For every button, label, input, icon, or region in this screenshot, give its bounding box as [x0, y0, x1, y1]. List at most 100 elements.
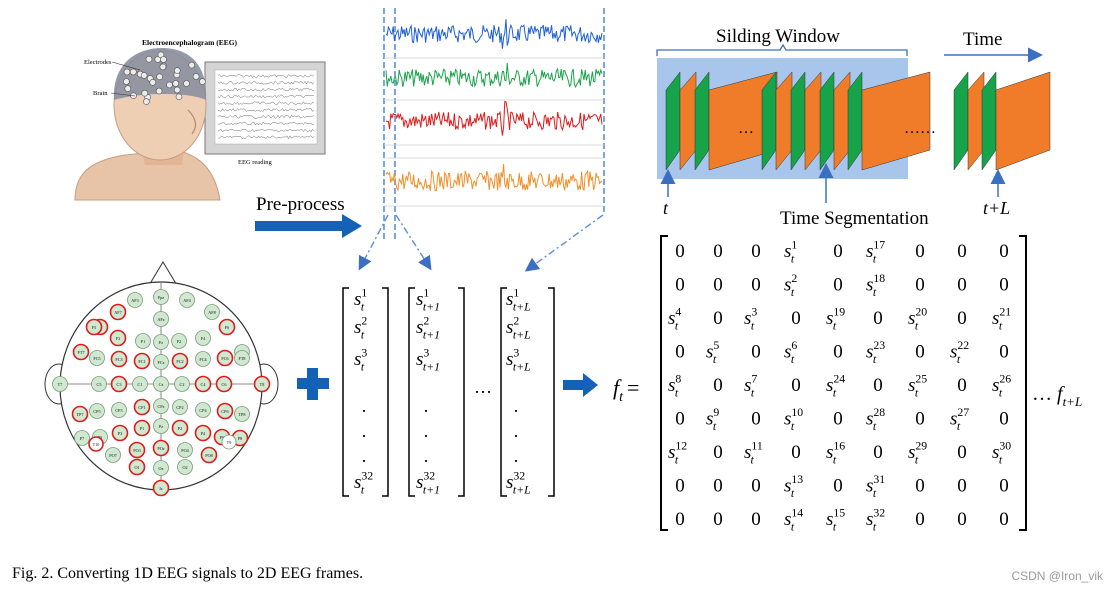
svg-text:O2: O2	[182, 465, 187, 470]
svg-text:.: .	[362, 446, 367, 466]
signal-trace-red	[386, 102, 602, 136]
electrode-tp7: TP7	[73, 407, 88, 422]
svg-text:s2t+1: s2t+1	[416, 314, 440, 341]
svg-text:.: .	[424, 421, 429, 441]
svg-text:s32t: s32t	[354, 469, 373, 496]
svg-text:0: 0	[713, 509, 723, 530]
svg-text:s17t: s17t	[866, 238, 885, 265]
vector-ellipsis: …	[474, 377, 492, 397]
svg-text:0: 0	[957, 375, 967, 396]
electrode-fpz: Fpz	[154, 290, 169, 305]
electrode-cp2: CP2	[173, 400, 188, 415]
svg-text:0: 0	[675, 476, 685, 497]
eeg-reading-label: EEG reading	[238, 159, 273, 166]
segmentation-label: Time Segmentation	[780, 208, 929, 229]
electrode-fc4: FC4	[196, 352, 211, 367]
svg-text:F3: F3	[116, 336, 120, 341]
electrode-cz: Cz	[154, 377, 169, 392]
svg-text:s18t: s18t	[866, 272, 885, 299]
svg-text:0: 0	[957, 241, 967, 262]
electrode-fc5: FC5	[90, 351, 105, 366]
svg-text:s2t: s2t	[354, 314, 367, 341]
svg-text:AF7: AF7	[114, 310, 121, 315]
svg-text:T7: T7	[58, 382, 63, 387]
electrode-cp3: CP3	[112, 403, 127, 418]
svg-text:s15t: s15t	[826, 506, 845, 533]
svg-text:s24t: s24t	[826, 372, 845, 399]
svg-text:.: .	[424, 396, 429, 416]
svg-text:FC3: FC3	[115, 357, 122, 362]
svg-text:F6: F6	[225, 325, 229, 330]
electrode-cp1: CP1	[135, 400, 150, 415]
svg-text:0: 0	[751, 409, 761, 430]
electrode-pz: Pz	[154, 419, 169, 434]
vector-group: s1ts2ts3t...s32t s1t+1s2t+1s3t+1...s32t+…	[343, 286, 554, 496]
svg-text:P3: P3	[118, 431, 122, 436]
electrode-po4: PO4	[178, 443, 193, 458]
svg-text:s3t: s3t	[354, 346, 367, 373]
electrode-map: FpzAF7AF3AFzAF4AF8F7F5F3F1FzF2F4F6F8FT7F…	[45, 262, 278, 496]
svg-text:AF8: AF8	[208, 310, 215, 315]
svg-text:s5t: s5t	[706, 339, 719, 366]
svg-text:0: 0	[915, 275, 925, 296]
svg-text:s1t: s1t	[784, 238, 797, 265]
electrode-fcz: FCz	[154, 355, 169, 370]
electrode-af8: AF8	[205, 305, 220, 320]
matrix-trail: … ft+L	[1032, 383, 1082, 409]
svg-text:0: 0	[751, 275, 761, 296]
svg-text:CP2: CP2	[176, 405, 183, 410]
electrode-f6: F6	[220, 320, 235, 335]
electrode-c3: C3	[112, 377, 127, 392]
svg-text:PO8: PO8	[205, 453, 212, 458]
plus-icon	[297, 368, 329, 400]
svg-text:s8t: s8t	[668, 372, 681, 399]
svg-text:s16t: s16t	[826, 439, 845, 466]
svg-text:.: .	[362, 396, 367, 416]
svg-text:P2: P2	[178, 426, 182, 431]
svg-text:CP1: CP1	[138, 405, 145, 410]
svg-text:AF3: AF3	[131, 298, 138, 303]
frame-dots-b: ……	[904, 120, 936, 137]
svg-text:0: 0	[751, 342, 761, 363]
svg-text:P8: P8	[238, 436, 242, 441]
svg-text:FT8: FT8	[239, 356, 246, 361]
svg-text:.: .	[514, 446, 519, 466]
svg-text:0: 0	[957, 442, 967, 463]
svg-text:Iz: Iz	[159, 486, 162, 491]
svg-text:PO3: PO3	[133, 448, 140, 453]
electrode-fz: Fz	[154, 335, 169, 350]
svg-text:P1: P1	[140, 426, 144, 431]
svg-text:0: 0	[833, 275, 843, 296]
svg-text:s26t: s26t	[992, 372, 1011, 399]
svg-text:0: 0	[999, 409, 1009, 430]
svg-text:0: 0	[999, 241, 1009, 262]
matrix-lhs: ft=	[613, 375, 639, 405]
svg-text:CPz: CPz	[158, 404, 165, 409]
svg-text:0: 0	[915, 342, 925, 363]
svg-text:FC1: FC1	[138, 359, 145, 364]
svg-text:0: 0	[873, 308, 883, 329]
svg-text:0: 0	[713, 275, 723, 296]
svg-text:F2: F2	[177, 339, 181, 344]
electrode-t8: T8	[255, 377, 270, 392]
svg-text:s27t: s27t	[950, 406, 969, 433]
svg-text:AF4: AF4	[183, 298, 191, 303]
arrow-to-col3	[527, 215, 603, 270]
electrode-cpz: CPz	[154, 399, 169, 414]
svg-text:0: 0	[751, 476, 761, 497]
frame-dots-a: …	[738, 120, 754, 137]
electrode-t9: T9	[222, 435, 236, 449]
svg-text:Pz: Pz	[159, 424, 163, 429]
sliding-window-panel: Silding Window Time … …… t Time Segmenta…	[657, 26, 1050, 229]
svg-text:CP6: CP6	[221, 409, 228, 414]
svg-text:P7: P7	[80, 436, 84, 441]
svg-text:0: 0	[675, 409, 685, 430]
svg-text:0: 0	[833, 409, 843, 430]
electrode-c4: C4	[196, 377, 211, 392]
electrode-fc1: FC1	[135, 354, 150, 369]
svg-text:PO7: PO7	[109, 453, 116, 458]
